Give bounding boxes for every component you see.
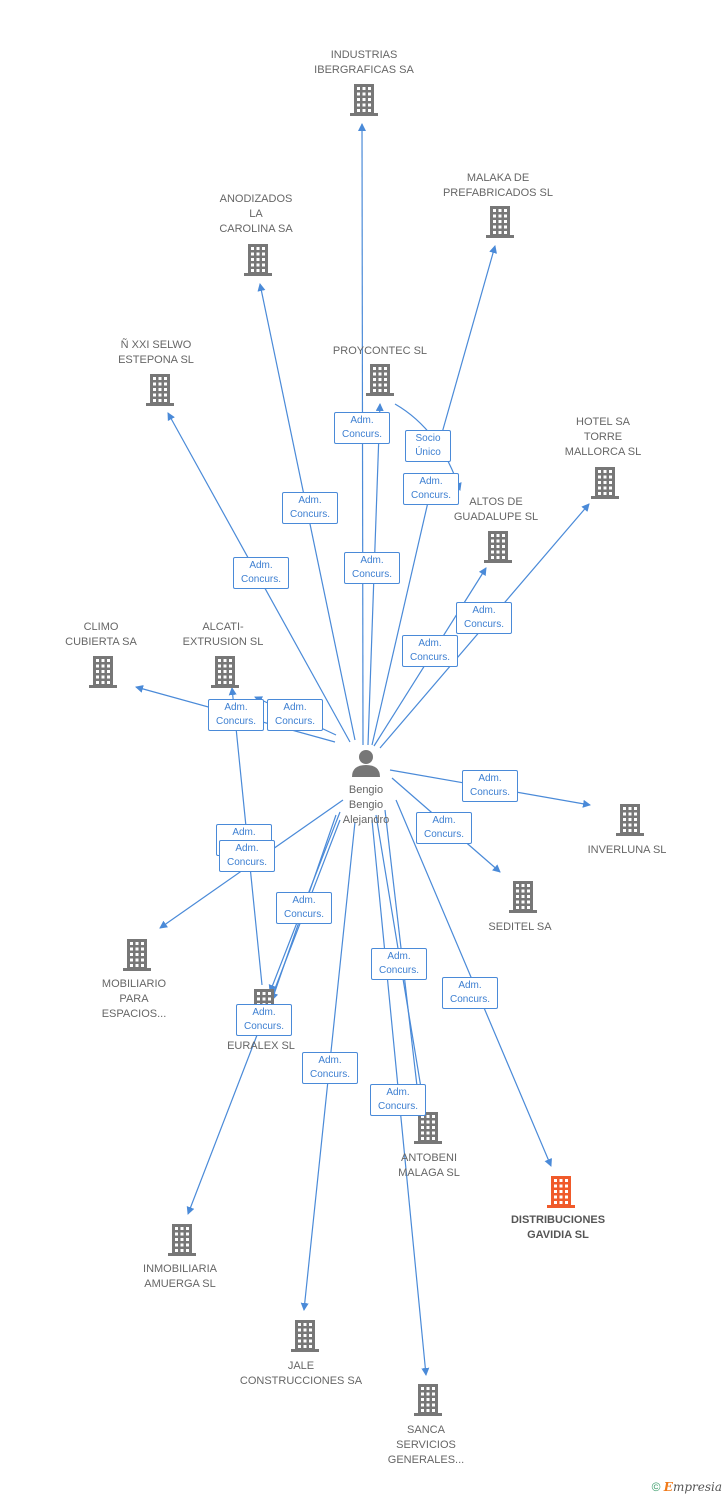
relation-label-selwo[interactable]: Adm. Concurs.: [233, 557, 289, 589]
relation-label-jale[interactable]: Adm. Concurs.: [302, 1052, 358, 1084]
building-icon-distribuciones[interactable]: [547, 1176, 575, 1208]
company-label-malaka[interactable]: MALAKA DE PREFABRICADOS SL: [442, 172, 554, 199]
relation-label-antobeni[interactable]: Adm. Concurs.: [371, 948, 427, 980]
company-label-distribuciones[interactable]: DISTRIBUCIONES GAVIDIA SL: [510, 1214, 606, 1241]
building-icon-industrias[interactable]: [350, 84, 378, 116]
building-icon-sanca[interactable]: [414, 1384, 442, 1416]
company-label-industrias[interactable]: INDUSTRIAS IBERGRAFICAS SA: [314, 49, 414, 76]
relation-label-altos[interactable]: Adm. Concurs.: [403, 473, 459, 505]
building-icon-proycontec[interactable]: [366, 364, 394, 396]
relation-label-antobeni[interactable]: Adm. Concurs.: [370, 1084, 426, 1116]
relation-label-euralex[interactable]: Adm. Concurs.: [236, 1004, 292, 1036]
building-icon-selwo[interactable]: [146, 374, 174, 406]
relation-label-proycontec[interactable]: Adm. Concurs.: [344, 552, 400, 584]
building-icon-inverluna[interactable]: [616, 804, 644, 836]
company-label-seditel[interactable]: SEDITEL SA: [488, 921, 552, 933]
building-icon-jale[interactable]: [291, 1320, 319, 1352]
company-label-sanca[interactable]: SANCA SERVICIOS GENERALES...: [387, 1424, 465, 1466]
person-name[interactable]: Bengio Bengio Alejandro: [342, 784, 390, 826]
edge-malaka: [439, 245, 497, 441]
relation-label-inverluna[interactable]: Adm. Concurs.: [462, 770, 518, 802]
company-label-anodizados[interactable]: ANODIZADOS LA CAROLINA SA: [219, 193, 293, 235]
person-icon[interactable]: [352, 750, 380, 777]
relation-label-hotel[interactable]: Adm. Concurs.: [456, 602, 512, 634]
relation-label-mobiliario[interactable]: Adm. Concurs.: [219, 840, 275, 872]
company-label-jale[interactable]: JALE CONSTRUCCIONES SA: [239, 1360, 363, 1387]
building-icon-anodizados[interactable]: [244, 244, 272, 276]
company-label-euralex[interactable]: EURALEX SL: [227, 1040, 295, 1052]
company-label-mobiliario[interactable]: MOBILIARIO PARA ESPACIOS...: [101, 978, 167, 1020]
building-icon-altos[interactable]: [484, 531, 512, 563]
relation-label-seditel[interactable]: Adm. Concurs.: [416, 812, 472, 844]
relation-label-anodizados[interactable]: Adm. Concurs.: [282, 492, 338, 524]
company-label-altos[interactable]: ALTOS DE GUADALUPE SL: [453, 496, 539, 523]
relation-label-climo[interactable]: Adm. Concurs.: [208, 699, 264, 731]
edge-altos: [371, 488, 434, 746]
relation-label-altos[interactable]: Adm. Concurs.: [402, 635, 458, 667]
building-icon-seditel[interactable]: [509, 881, 537, 913]
building-icon-antobeni[interactable]: [414, 1112, 442, 1144]
building-icon-climo[interactable]: [89, 656, 117, 688]
company-label-alcati[interactable]: ALCATI- EXTRUSION SL: [182, 621, 264, 648]
copyright-symbol: ©: [651, 1480, 661, 1494]
relation-label-industrias[interactable]: Adm. Concurs.: [334, 412, 390, 444]
company-label-hotel[interactable]: HOTEL SA TORRE MALLORCA SL: [564, 416, 642, 458]
footer-brand: © Empresia: [652, 1480, 722, 1494]
empresia-logo: Empresia: [663, 1480, 722, 1494]
company-label-inverluna[interactable]: INVERLUNA SL: [587, 844, 667, 856]
company-label-selwo[interactable]: Ñ XXI SELWO ESTEPONA SL: [118, 339, 194, 366]
building-icon-alcati[interactable]: [211, 656, 239, 688]
building-icon-hotel[interactable]: [591, 467, 619, 499]
relation-label-distribuciones[interactable]: Adm. Concurs.: [442, 977, 498, 1009]
building-icon-inmobiliaria[interactable]: [168, 1224, 196, 1256]
relation-label-euralex[interactable]: Adm. Concurs.: [276, 892, 332, 924]
company-label-antobeni[interactable]: ANTOBENI MALAGA SL: [398, 1152, 460, 1179]
building-icon-mobiliario[interactable]: [123, 939, 151, 971]
relation-label-alcati[interactable]: Adm. Concurs.: [267, 699, 323, 731]
company-label-inmobiliaria[interactable]: INMOBILIARIA AMUERGA SL: [143, 1263, 217, 1290]
relation-label-malaka[interactable]: Socio Único: [405, 430, 451, 462]
building-icon-malaka[interactable]: [486, 206, 514, 238]
company-label-proycontec[interactable]: PROYCONTEC SL: [332, 345, 428, 357]
company-label-climo[interactable]: CLIMO CUBIERTA SA: [65, 621, 137, 648]
